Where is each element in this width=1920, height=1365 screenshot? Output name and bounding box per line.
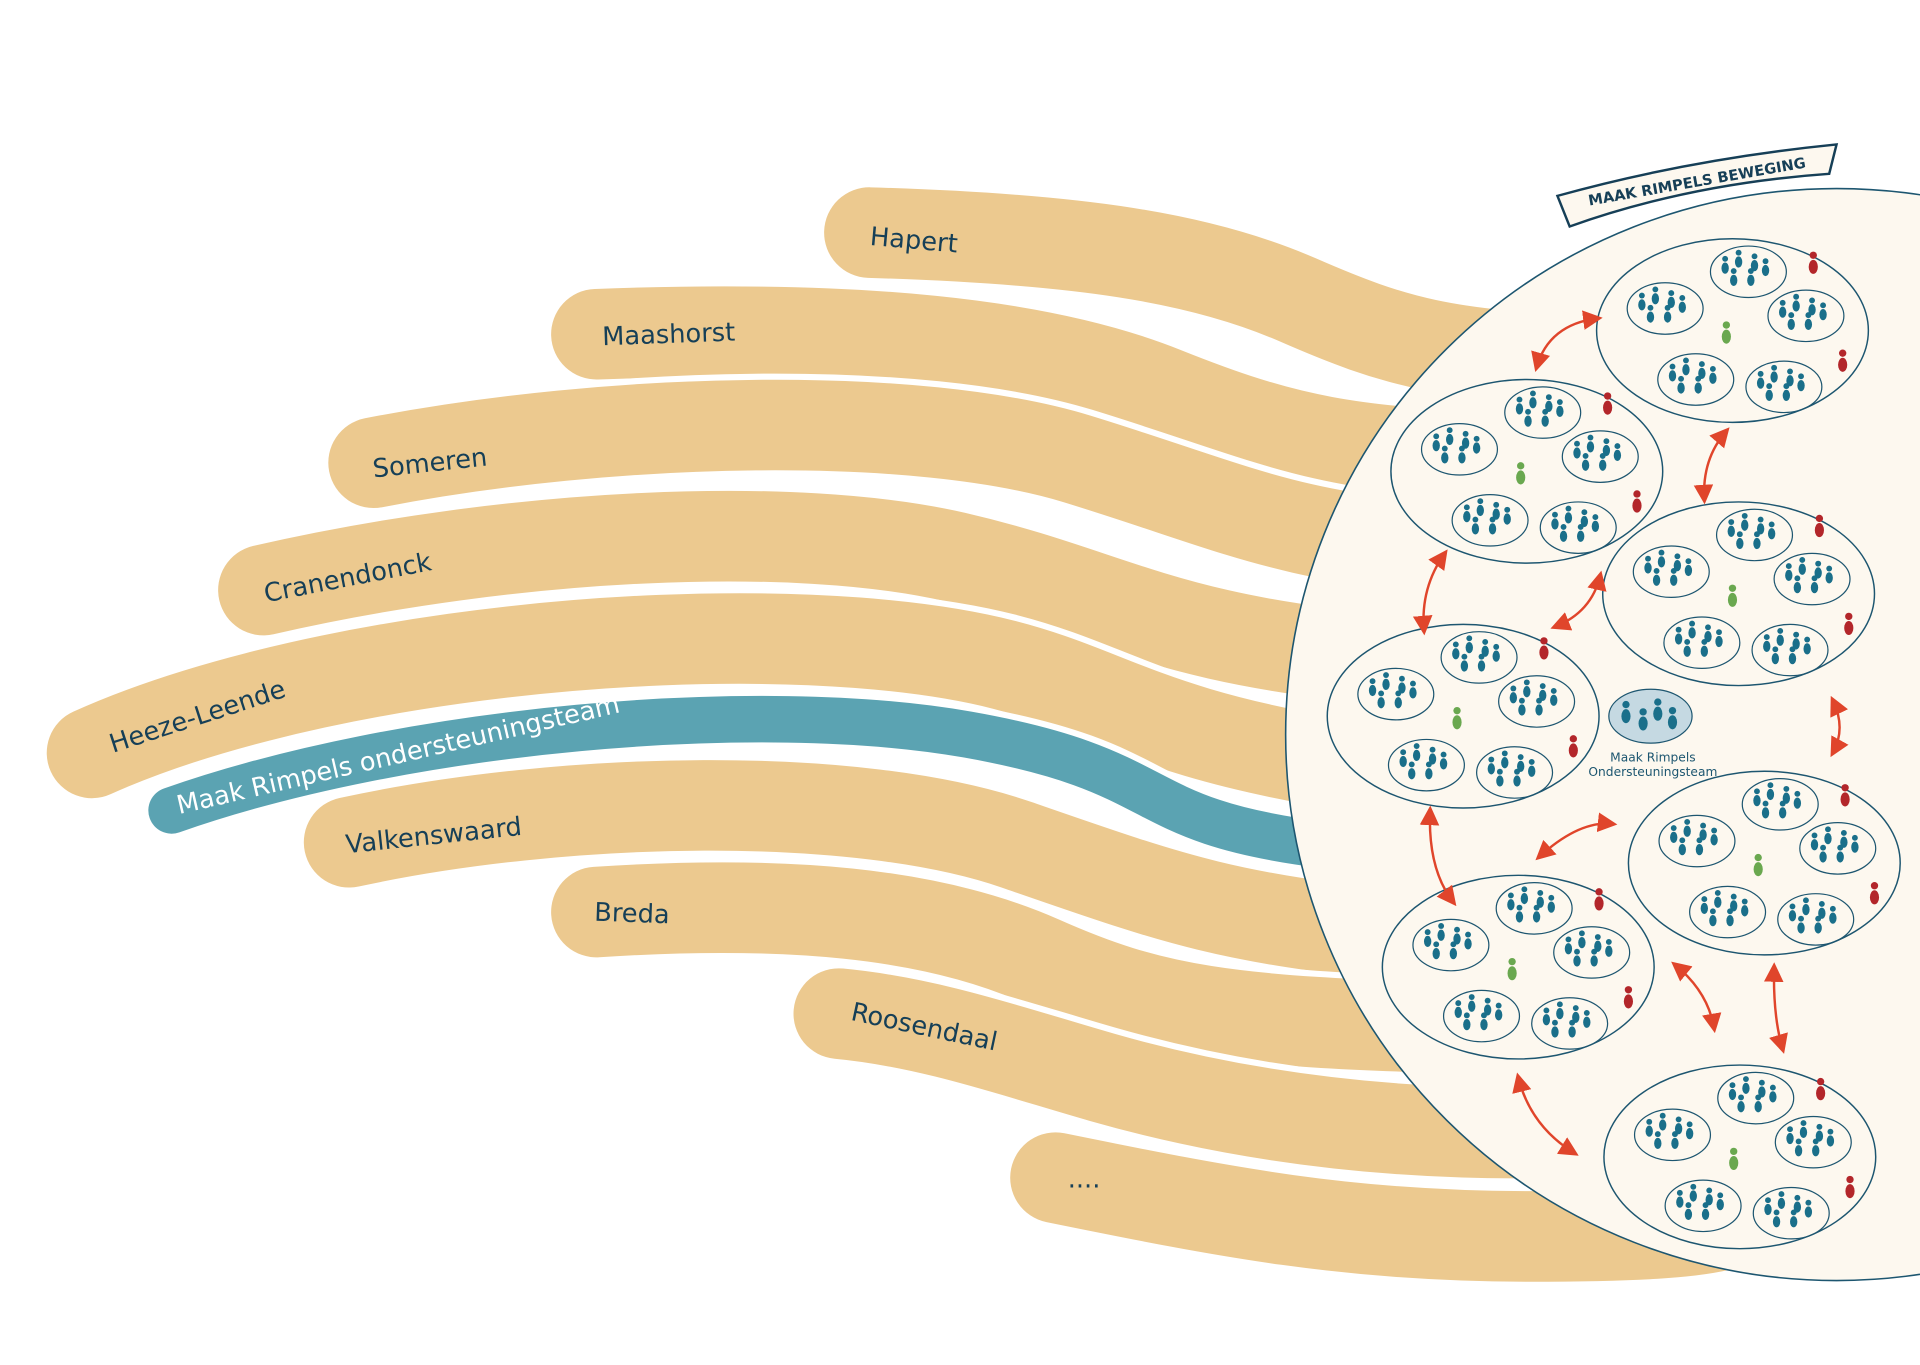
connection-arrows: [1412, 310, 1849, 1156]
group: [1476, 746, 1554, 799]
group: [1689, 885, 1767, 939]
group: [1412, 918, 1490, 972]
double-arrow: [1419, 805, 1457, 907]
municipality-band: [218, 490, 1454, 707]
group: [1539, 501, 1617, 554]
group: [1664, 1179, 1742, 1233]
group: [1715, 508, 1794, 562]
team-legend-line1: Maak Rimpels: [1610, 750, 1695, 764]
community: [1326, 623, 1600, 809]
group: [1751, 623, 1829, 677]
double-arrow: [1830, 695, 1849, 758]
community: [1627, 770, 1901, 956]
group: [1553, 926, 1631, 979]
group: [1561, 430, 1639, 483]
double-arrow: [1671, 961, 1722, 1034]
bands: [40, 181, 1791, 1288]
group: [1387, 738, 1465, 792]
band-label-maashorst: Maashorst: [602, 318, 736, 353]
team-legend: Maak Rimpels Ondersteuningsteam: [1588, 688, 1717, 779]
double-arrow: [1763, 962, 1788, 1054]
double-arrow: [1550, 570, 1607, 631]
group: [1626, 282, 1704, 335]
municipality-band: [303, 760, 1454, 982]
community: [1390, 378, 1664, 564]
band-label-hapert: Hapert: [869, 222, 959, 260]
group: [1709, 245, 1787, 299]
group: [1799, 822, 1877, 875]
group: [1773, 552, 1851, 606]
double-arrow: [1412, 549, 1448, 636]
community: [1595, 237, 1870, 424]
group: [1451, 493, 1529, 547]
team-ellipse: [1608, 688, 1693, 744]
band-label-breda: Breda: [594, 898, 670, 931]
municipality-band: [551, 862, 1515, 1074]
group: [1442, 989, 1521, 1043]
group: [1495, 882, 1573, 935]
double-arrow: [1693, 427, 1730, 505]
group: [1658, 814, 1736, 868]
group: [1498, 675, 1576, 728]
team-legend-line2: Ondersteuningsteam: [1588, 765, 1717, 779]
group: [1357, 667, 1435, 721]
double-arrow: [1535, 812, 1618, 861]
municipality-band: [328, 379, 1515, 597]
double-arrow: [1531, 310, 1603, 372]
municipality-band: [46, 593, 1393, 811]
group: [1504, 386, 1582, 439]
community: [1381, 874, 1655, 1060]
group: [1440, 631, 1518, 684]
communities: [1326, 237, 1901, 1250]
team-band: [148, 695, 1346, 868]
municipality-band: [793, 968, 1613, 1179]
group: [1774, 1115, 1852, 1169]
community: [1603, 1064, 1877, 1250]
group: [1767, 289, 1845, 343]
group: [1741, 777, 1819, 831]
group: [1657, 353, 1735, 406]
double-arrow: [1512, 1072, 1579, 1156]
group: [1752, 1186, 1830, 1240]
group: [1531, 997, 1609, 1050]
group: [1717, 1071, 1795, 1125]
group: [1777, 893, 1855, 946]
group: [1663, 616, 1741, 670]
group: [1632, 545, 1710, 599]
banner-ribbon: [1555, 143, 1839, 229]
group: [1633, 1108, 1712, 1162]
group: [1420, 422, 1499, 476]
group: [1745, 360, 1823, 414]
band-label-more: ....: [1068, 1164, 1101, 1194]
